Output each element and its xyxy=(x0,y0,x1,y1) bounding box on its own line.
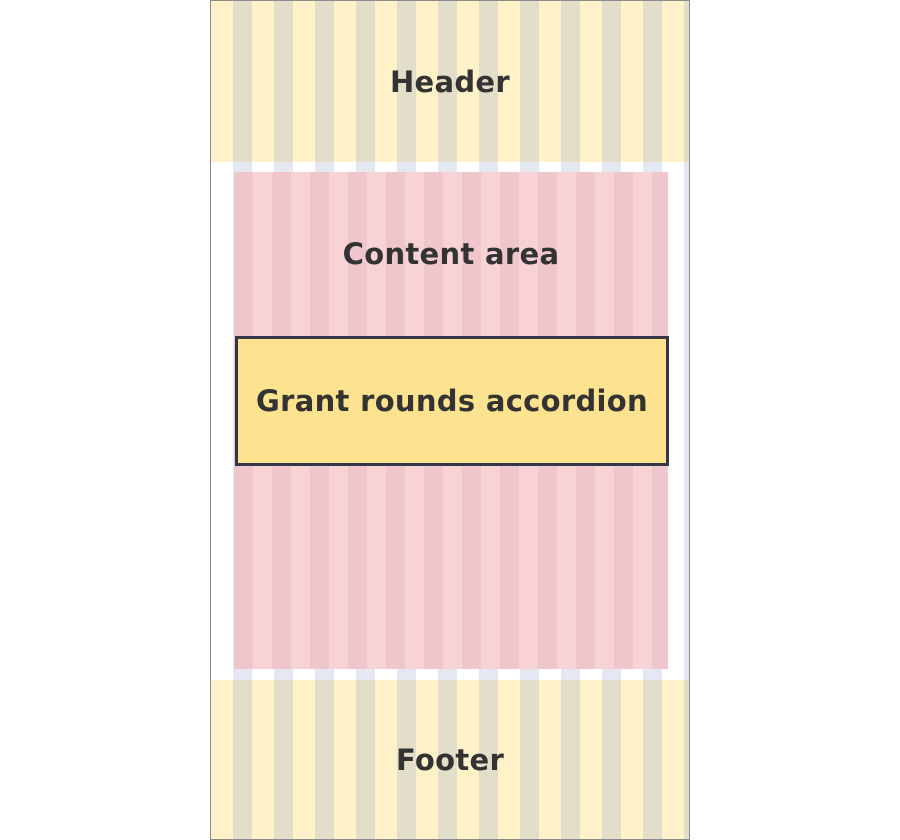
accordion-label: Grant rounds accordion xyxy=(256,384,648,418)
footer-region: Footer xyxy=(211,680,689,839)
header-region: Header xyxy=(211,1,689,162)
content-area-label: Content area xyxy=(342,237,560,271)
grant-rounds-accordion: Grant rounds accordion xyxy=(235,336,669,466)
footer-label: Footer xyxy=(395,742,505,777)
page-frame: Header Content area Grant rounds accordi… xyxy=(210,0,690,840)
header-label: Header xyxy=(389,64,511,99)
